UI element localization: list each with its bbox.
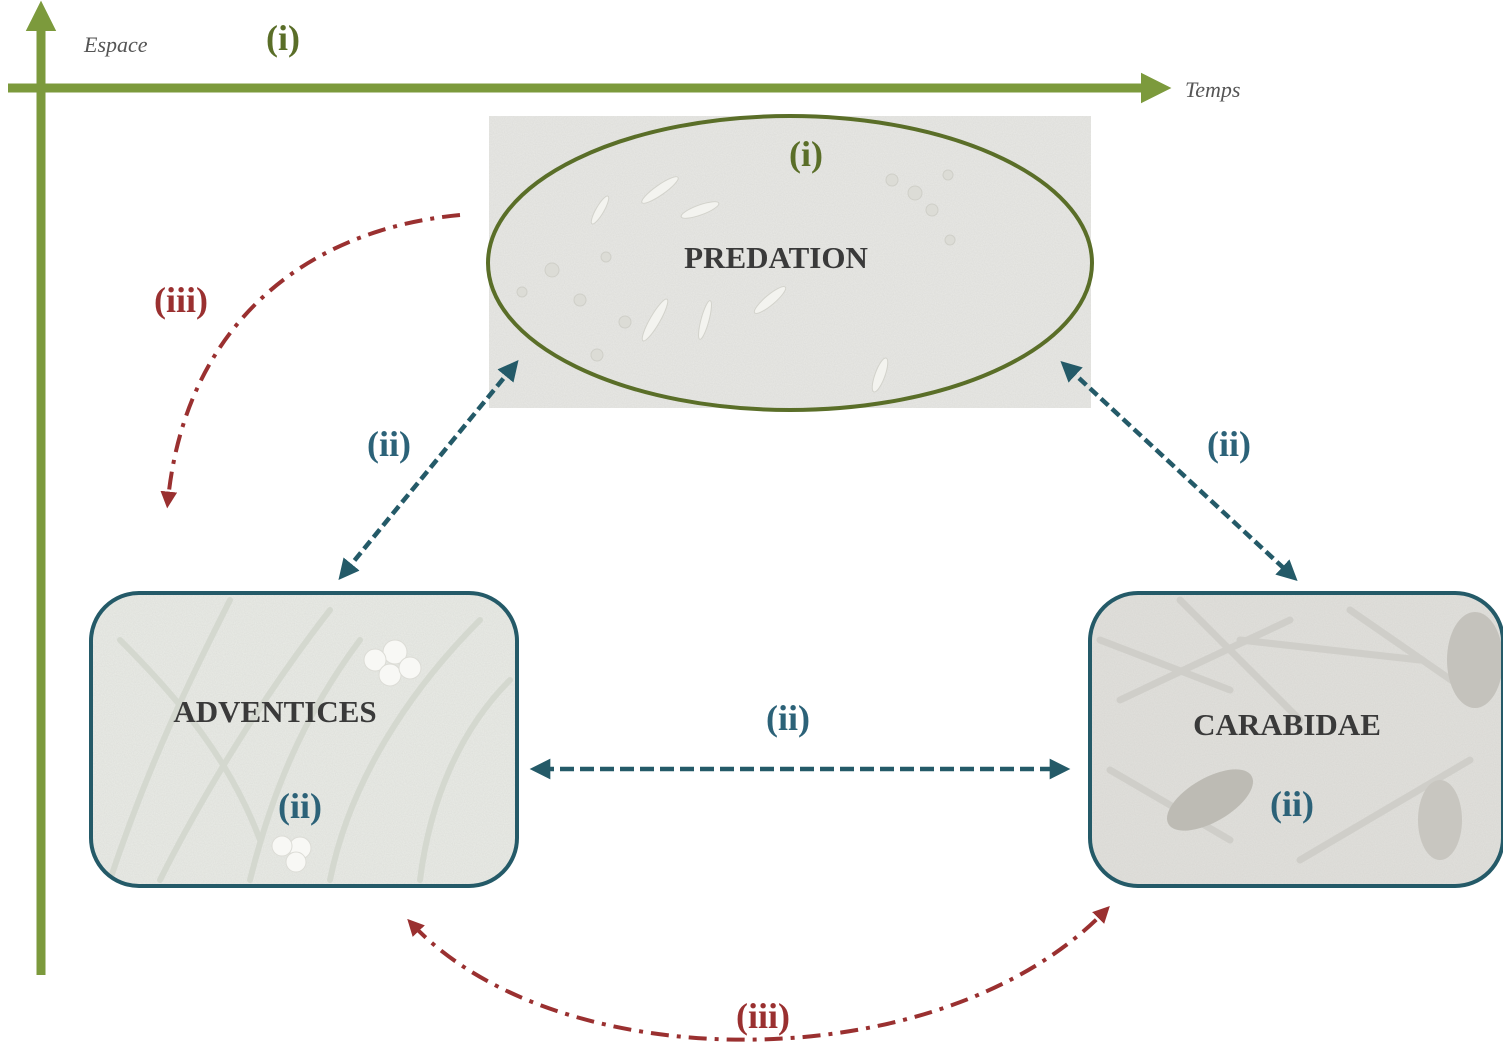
vertical-axis-label: Espace — [83, 32, 148, 57]
link-carabidae-adventices-marker: (iii) — [736, 996, 790, 1036]
horizontal-axis-label: Temps — [1185, 77, 1240, 102]
predation-photo — [489, 116, 1091, 408]
links-ii: (ii) (ii) (ii) — [338, 359, 1298, 780]
carabidae-node: CARABIDAE (ii) — [1088, 591, 1503, 888]
link-adventices-predation — [338, 359, 519, 581]
link-adventices-carabidae-marker: (ii) — [766, 698, 810, 738]
link-predation-carabidae-marker: (ii) — [1207, 424, 1251, 464]
carabidae-marker: (ii) — [1270, 784, 1314, 824]
link-adventices-predation-marker: (ii) — [367, 424, 411, 464]
carabidae-box — [1088, 591, 1503, 888]
predation-node: (i) PREDATION — [486, 114, 1094, 412]
predation-label: PREDATION — [684, 240, 868, 275]
carabidae-photo — [1090, 593, 1503, 886]
predation-ellipse — [486, 114, 1094, 412]
adventices-photo — [91, 593, 517, 886]
link-predation-to-adventices-marker: (iii) — [154, 280, 208, 320]
link-predation-to-adventices — [160, 213, 461, 509]
links-iii: (iii) (iii) — [154, 213, 1110, 1042]
link-predation-carabidae — [1060, 360, 1298, 582]
adventices-label: ADVENTICES — [173, 694, 376, 729]
axes: Espace (i) Temps — [8, 0, 1240, 975]
link-carabidae-adventices — [407, 905, 1110, 1042]
axis-marker-i: (i) — [266, 18, 300, 58]
adventices-marker: (ii) — [278, 786, 322, 826]
carabidae-label: CARABIDAE — [1193, 707, 1381, 742]
adventices-node: ADVENTICES (ii) — [89, 591, 519, 888]
predation-marker: (i) — [789, 134, 823, 174]
adventices-box — [89, 591, 519, 888]
